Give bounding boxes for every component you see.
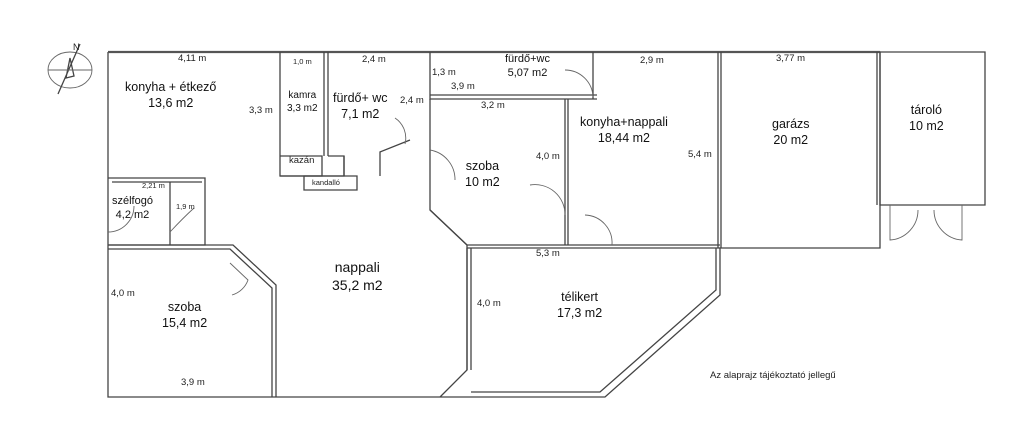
dim-label: 2,4 m — [400, 95, 424, 106]
room-szoba-small: szoba 10 m2 — [465, 159, 500, 190]
room-name: szoba — [465, 159, 500, 173]
room-name: garázs — [772, 117, 810, 131]
room-tarolo: tároló 10 m2 — [909, 103, 944, 134]
dim-label: 4,11 m — [178, 53, 207, 64]
dim-label: 3,9 m — [181, 377, 205, 388]
dim-label: 3,2 m — [481, 100, 505, 111]
dim-label: 5,4 m — [688, 149, 712, 160]
dim-label: 4,0 m — [536, 151, 560, 162]
room-szoba-big: szoba 15,4 m2 — [162, 300, 207, 331]
dim-label: 4,0 m — [111, 288, 135, 299]
dim-label: 2,4 m — [362, 54, 386, 65]
room-furdo-1: fürdő+ wc 7,1 m2 — [333, 91, 388, 122]
room-name: nappali — [334, 259, 380, 275]
room-name: szoba — [167, 300, 202, 314]
dim-label: 2,21 m — [142, 181, 165, 190]
walls — [107, 50, 986, 398]
room-kamra: kamra 3,3 m2 — [287, 90, 318, 115]
label-kazan: kazán — [289, 155, 315, 166]
room-name: fürdő+ wc — [333, 91, 388, 105]
room-area: 15,4 m2 — [162, 315, 208, 330]
dim-label: 4,0 m — [477, 298, 501, 309]
room-name: tároló — [910, 103, 943, 117]
room-name: konyha+nappali — [580, 115, 668, 129]
dim-label: 1,0 m — [293, 57, 312, 66]
room-telikert: télikert 17,3 m2 — [557, 290, 602, 321]
dim-label: 3,9 m — [451, 81, 475, 92]
room-area: 4,2 m2 — [115, 208, 150, 221]
room-area: 17,3 m2 — [557, 305, 603, 320]
room-area: 10 m2 — [465, 174, 500, 189]
room-furdo-2: fürdő+wc 5,07 m2 — [505, 53, 550, 81]
room-area: 13,6 m2 — [148, 95, 194, 110]
room-name: télikert — [561, 290, 598, 304]
room-name: szélfogó — [112, 195, 153, 207]
label-kandallo: kandalló — [312, 178, 340, 187]
dim-label: 5,3 m — [536, 248, 560, 259]
room-name: fürdő+wc — [505, 53, 550, 65]
doors — [107, 69, 963, 296]
dim-label: 3,77 m — [776, 53, 806, 64]
room-konyha-nappali: konyha+nappali 18,44 m2 — [580, 115, 668, 146]
dim-label: 1,3 m — [432, 67, 456, 78]
room-name: konyha + étkező — [125, 80, 217, 94]
room-area: 18,44 m2 — [597, 130, 651, 145]
room-area: 7,1 m2 — [341, 106, 380, 121]
room-garazs: garázs 20 m2 — [772, 117, 810, 148]
dim-label: 1,9 m — [176, 202, 195, 211]
room-szelfogo: szélfogó 4,2 m2 — [112, 195, 153, 223]
room-nappali: nappali 35,2 m2 — [332, 259, 383, 294]
room-name: kamra — [288, 90, 317, 101]
room-area: 35,2 m2 — [332, 276, 383, 293]
room-konyha-etkezo: konyha + étkező 13,6 m2 — [125, 80, 216, 111]
disclaimer-note: Az alaprajz tájékoztató jellegű — [710, 370, 836, 381]
dim-label: 3,3 m — [249, 105, 273, 116]
room-area: 20 m2 — [773, 132, 809, 147]
room-area: 5,07 m2 — [507, 66, 548, 79]
svg-text:N: N — [73, 42, 80, 52]
north-arrow-icon: N — [47, 42, 93, 95]
room-area: 10 m2 — [909, 118, 944, 133]
dim-label: 2,9 m — [640, 55, 664, 66]
room-area: 3,3 m2 — [287, 102, 318, 114]
